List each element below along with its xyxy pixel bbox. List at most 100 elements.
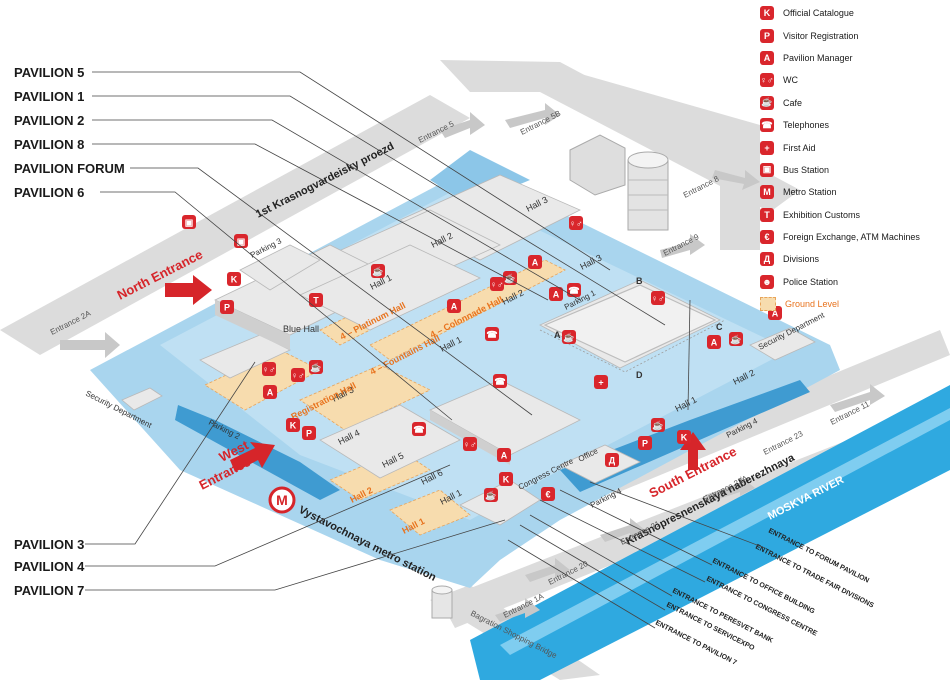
svg-text:☕: ☕ <box>730 334 741 345</box>
telephone-icon[interactable]: ☎ <box>493 374 507 388</box>
leader-entrance-servicexpo <box>519 524 666 611</box>
ground-registration <box>299 364 431 431</box>
arrow-e2a <box>60 332 120 358</box>
wc-icon: ♀♂ <box>760 73 774 88</box>
svg-text:A: A <box>532 258 539 268</box>
map-letter-a: A <box>554 330 561 340</box>
cafe-icon[interactable]: ☕ <box>503 271 517 285</box>
divisions-icon: Д <box>760 252 774 267</box>
first-aid-icon[interactable]: + <box>594 375 608 389</box>
manager-icon[interactable]: A <box>549 287 563 301</box>
leader-pavilion-3 <box>85 361 256 545</box>
manager-icon[interactable]: A <box>263 385 277 399</box>
svg-text:☎: ☎ <box>486 330 497 340</box>
svg-text:P: P <box>306 429 312 439</box>
first-aid-icon: + <box>760 140 774 155</box>
leader-entrance-congress <box>539 499 706 583</box>
bus-icon[interactable]: ▣ <box>182 215 196 229</box>
wc-icon[interactable]: ♀♂ <box>463 437 477 451</box>
cafe-icon[interactable]: ☕ <box>309 360 323 374</box>
svg-text:☎: ☎ <box>413 425 424 435</box>
building-security-left <box>121 387 163 411</box>
svg-text:☕: ☕ <box>563 332 574 343</box>
road-krasnogvardeysky <box>0 95 470 355</box>
cafe-icon[interactable]: ☕ <box>371 264 385 278</box>
svg-text:A: A <box>267 388 274 398</box>
leader-pavilion-1 <box>92 95 666 326</box>
svg-text:T: T <box>313 296 319 306</box>
leader-pavilion-7 <box>85 519 506 591</box>
arrow-e8 <box>712 170 760 190</box>
bus-icon: ▣ <box>760 162 774 177</box>
leader-pavilion-2 <box>92 119 581 301</box>
legend-item: €Foreign Exchange, ATM Machines <box>760 226 948 248</box>
cafe-icon[interactable]: ☕ <box>562 330 576 344</box>
wc-icon[interactable]: ♀♂ <box>262 362 276 376</box>
cylinder-top <box>431 585 453 595</box>
catalogue-icon[interactable]: K <box>499 472 513 486</box>
svg-text:€: € <box>545 490 550 500</box>
legend-item: ☻Police Station <box>760 271 948 293</box>
arrow-e11 <box>830 384 885 412</box>
pavilion-label-5: PAVILION 5 <box>14 65 84 80</box>
divisions-icon[interactable]: Д <box>605 453 619 467</box>
registration-icon[interactable]: P <box>302 426 316 440</box>
catalogue-icon[interactable]: K <box>677 430 691 444</box>
telephone-icon[interactable]: ☎ <box>412 422 426 436</box>
legend-label: Ground Level <box>785 299 840 310</box>
pavilion-label-3: PAVILION 3 <box>14 537 84 552</box>
svg-text:P: P <box>642 439 648 449</box>
wc-icon[interactable]: ♀♂ <box>651 291 665 305</box>
telephone-icon[interactable]: ☎ <box>567 283 581 297</box>
cafe-icon[interactable]: ☕ <box>651 418 665 432</box>
wc-icon[interactable]: ♀♂ <box>569 216 583 230</box>
catalogue-icon[interactable]: K <box>286 418 300 432</box>
tower-top <box>627 151 669 169</box>
wc-icon[interactable]: ♀♂ <box>291 368 305 382</box>
legend-label: Foreign Exchange, ATM Machines <box>783 232 920 243</box>
registration-icon[interactable]: P <box>638 436 652 450</box>
registration-icon: P <box>760 28 774 43</box>
arrow-west-entrance <box>230 442 275 472</box>
pavilion-label-4: PAVILION 4 <box>14 559 85 574</box>
catalogue-icon[interactable]: K <box>227 272 241 286</box>
manager-icon[interactable]: A <box>707 335 721 349</box>
manager-icon[interactable]: A <box>528 255 542 269</box>
pavilion-label-7: PAVILION 7 <box>14 583 84 598</box>
wc-icon[interactable]: ♀♂ <box>490 277 504 291</box>
svg-text:♀♂: ♀♂ <box>262 365 276 375</box>
leader-pavilion-forum <box>130 167 533 416</box>
bus-icon[interactable]: ▣ <box>234 234 248 248</box>
cafe-icon[interactable]: ☕ <box>484 488 498 502</box>
tower-block <box>569 134 626 196</box>
legend-label: Exhibition Customs <box>783 209 861 220</box>
svg-text:♀♂: ♀♂ <box>490 280 504 290</box>
entrance-23: Entrance 23 <box>762 429 805 457</box>
legend-label: Cafe <box>783 97 803 108</box>
svg-text:K: K <box>681 433 688 443</box>
manager-icon[interactable]: A <box>447 299 461 313</box>
arrow-e5 <box>440 112 485 138</box>
manager-icon[interactable]: A <box>497 448 511 462</box>
legend-item: ☎Telephones <box>760 114 948 136</box>
parking-strip-top <box>430 150 530 205</box>
exchange-icon[interactable]: € <box>541 487 555 501</box>
legend-label: Bus Station <box>783 164 830 175</box>
building-security-right <box>749 327 816 361</box>
ground-level-swatch <box>760 297 776 312</box>
leader-entrance-forum <box>687 299 691 411</box>
svg-text:Д: Д <box>609 456 616 466</box>
legend-item-ground-level: Ground Level <box>760 293 948 315</box>
road-top-right <box>440 60 800 212</box>
cafe-icon[interactable]: ☕ <box>729 332 743 346</box>
metro-icon[interactable]: M <box>268 486 296 514</box>
river <box>470 385 950 680</box>
legend-label: Visitor Registration <box>783 30 859 41</box>
customs-icon[interactable]: T <box>309 293 323 307</box>
registration-icon[interactable]: P <box>220 300 234 314</box>
road-right-lower <box>600 330 950 495</box>
telephone-icon[interactable]: ☎ <box>485 327 499 341</box>
